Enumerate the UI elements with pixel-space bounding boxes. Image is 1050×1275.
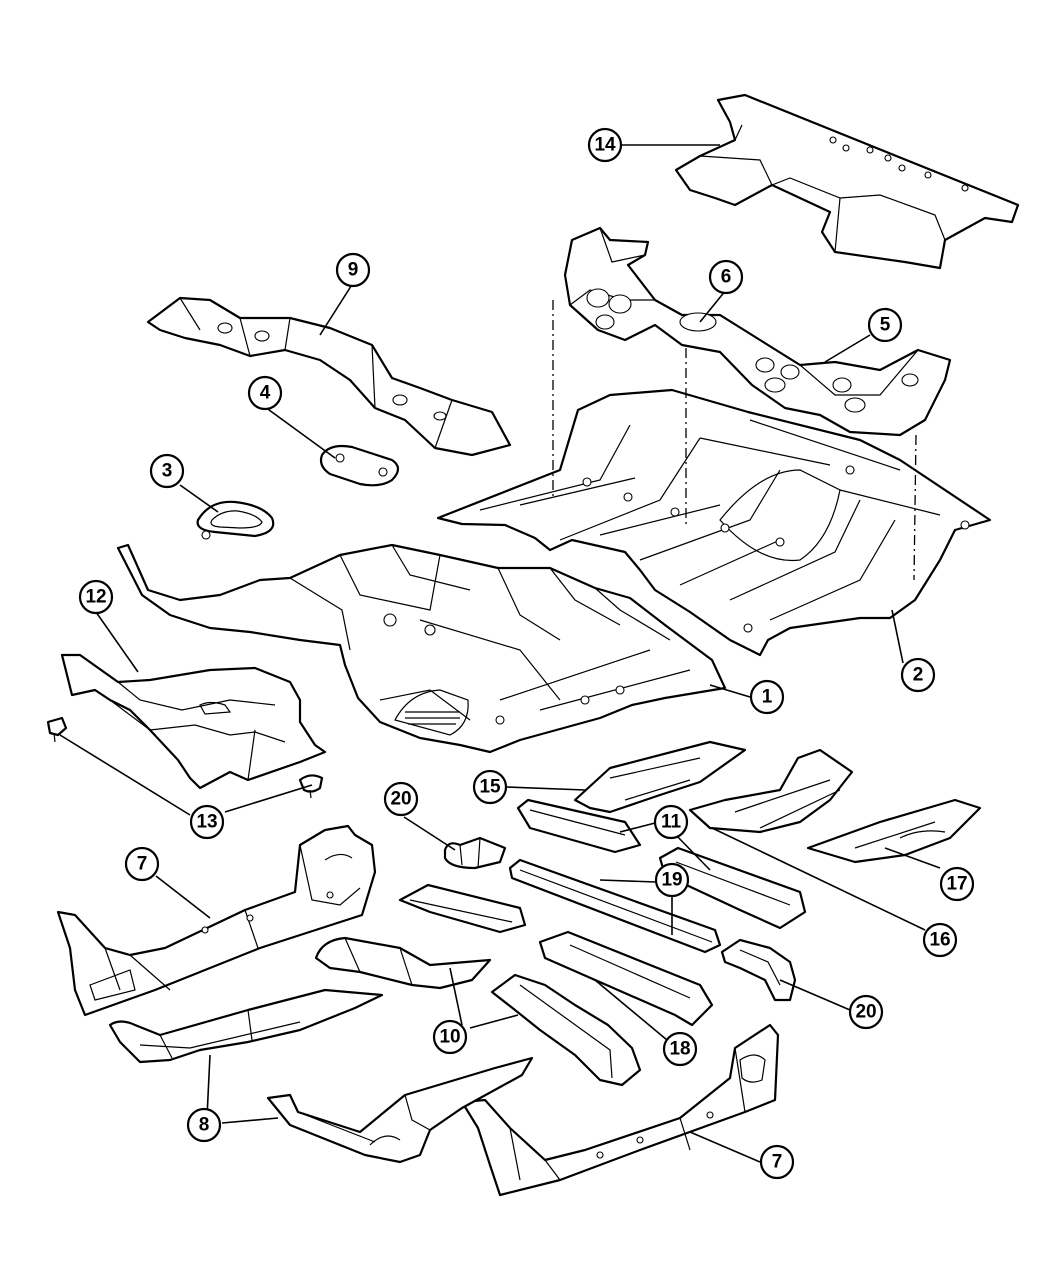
- callout-20-lower: 20: [848, 994, 884, 1030]
- part-10-crossmember-bracket-middle: [314, 936, 492, 990]
- part-12-heat-shield: [60, 653, 327, 790]
- part-10-crossmember-bracket-lower: [490, 973, 642, 1087]
- callout-7-upper: 7: [124, 846, 160, 882]
- callout-label: 15: [479, 777, 501, 798]
- callout-16: 16: [922, 922, 958, 958]
- part-20-bracket-right: [720, 938, 797, 1002]
- part-20-bracket-left: [443, 836, 507, 870]
- callout-5: 5: [867, 307, 903, 343]
- part-14-rear-floor-panel: [674, 93, 1020, 270]
- callout-10: 10: [432, 1019, 468, 1055]
- part-10-crossmember-bracket-upper: [398, 883, 527, 934]
- callout-12: 12: [78, 579, 114, 615]
- callout-8: 8: [186, 1107, 222, 1143]
- callout-label: 20: [855, 1002, 876, 1023]
- part-16-floor-patch: [688, 748, 854, 834]
- callout-4: 4: [247, 375, 283, 411]
- callout-7-lower: 7: [759, 1144, 795, 1180]
- part-4-access-cover: [319, 444, 400, 487]
- callout-20-upper: 20: [383, 781, 419, 817]
- callout-13: 13: [189, 804, 225, 840]
- callout-label: 2: [913, 665, 924, 686]
- callout-label: 1: [762, 687, 773, 708]
- callout-label: 5: [880, 315, 891, 336]
- part-17-floor-patch: [806, 798, 982, 864]
- callout-6: 6: [708, 259, 744, 295]
- part-18-floor-rail-lower: [538, 930, 714, 1027]
- callout-19: 19: [654, 862, 690, 898]
- callout-label: 16: [929, 930, 950, 951]
- callout-label: 9: [348, 260, 359, 281]
- part-2-rear-floor-pan: [436, 388, 992, 657]
- part-9-front-crossmember: [146, 296, 512, 457]
- callout-3: 3: [149, 453, 185, 489]
- part-1-front-floor-pan: [116, 543, 727, 754]
- part-5-rear-crossmember: [563, 226, 952, 437]
- callout-1: 1: [749, 679, 785, 715]
- callout-label: 12: [85, 587, 106, 608]
- part-8-sill-reinforcement-lower: [266, 1056, 534, 1164]
- callout-label: 14: [594, 135, 616, 156]
- callout-14: 14: [587, 127, 623, 163]
- leader-lines: [59, 144, 941, 1163]
- callout-label: 10: [439, 1027, 460, 1048]
- callout-label: 8: [199, 1115, 210, 1136]
- part-15-floor-patch: [573, 740, 747, 814]
- callout-label: 7: [772, 1152, 783, 1173]
- callout-label: 20: [390, 789, 411, 810]
- callout-label: 7: [137, 854, 148, 875]
- callout-9: 9: [335, 252, 371, 288]
- part-7-sill-panel-left: [56, 824, 377, 1017]
- callout-18: 18: [662, 1031, 698, 1067]
- callout-label: 13: [196, 812, 217, 833]
- part-11-floor-channel-upper: [516, 798, 642, 854]
- callout-label: 6: [721, 267, 732, 288]
- callout-label: 4: [260, 383, 271, 404]
- alignment-lines: [552, 300, 917, 581]
- part-3-plug-gasket: [196, 500, 275, 540]
- callout-17: 17: [939, 866, 975, 902]
- callout-label: 18: [669, 1039, 690, 1060]
- callout-11: 11: [653, 804, 689, 840]
- callout-label: 19: [661, 870, 682, 891]
- callout-label: 11: [661, 812, 682, 833]
- part-19-floor-rail: [508, 858, 722, 954]
- part-7-sill-panel-right: [460, 1023, 780, 1197]
- callout-label: 3: [162, 461, 173, 482]
- callout-15: 15: [472, 769, 508, 805]
- callout-label: 17: [946, 874, 967, 895]
- part-8-sill-reinforcement-upper: [108, 988, 384, 1064]
- callout-2: 2: [900, 657, 936, 693]
